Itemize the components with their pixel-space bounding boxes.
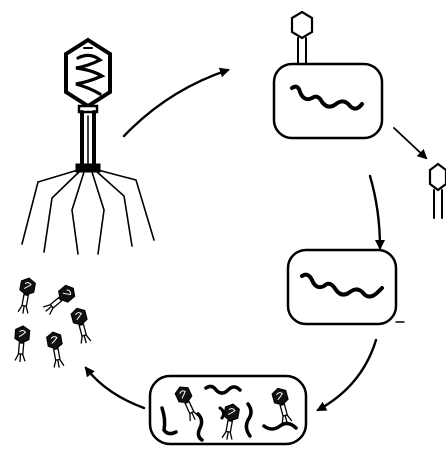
released-phage bbox=[69, 305, 94, 346]
bacteriophage-icon bbox=[21, 37, 155, 255]
released-phage bbox=[40, 282, 79, 318]
arrow-free-to-attached bbox=[122, 67, 230, 138]
arrow-assembly-to-release bbox=[84, 366, 146, 410]
bacterium-with-phage-dna-icon bbox=[286, 248, 405, 326]
arrow-attached-to-capsid bbox=[393, 127, 428, 160]
released-phage bbox=[12, 324, 31, 364]
phage-on-bacterium-icon bbox=[272, 10, 384, 140]
arrow-attached-to-replication bbox=[368, 174, 385, 250]
empty-phage-capsid-icon bbox=[428, 162, 446, 219]
released-phages-icon bbox=[12, 276, 94, 370]
arrow-replication-to-assembly bbox=[316, 338, 378, 412]
released-phage bbox=[45, 330, 67, 370]
released-phage bbox=[15, 276, 37, 316]
